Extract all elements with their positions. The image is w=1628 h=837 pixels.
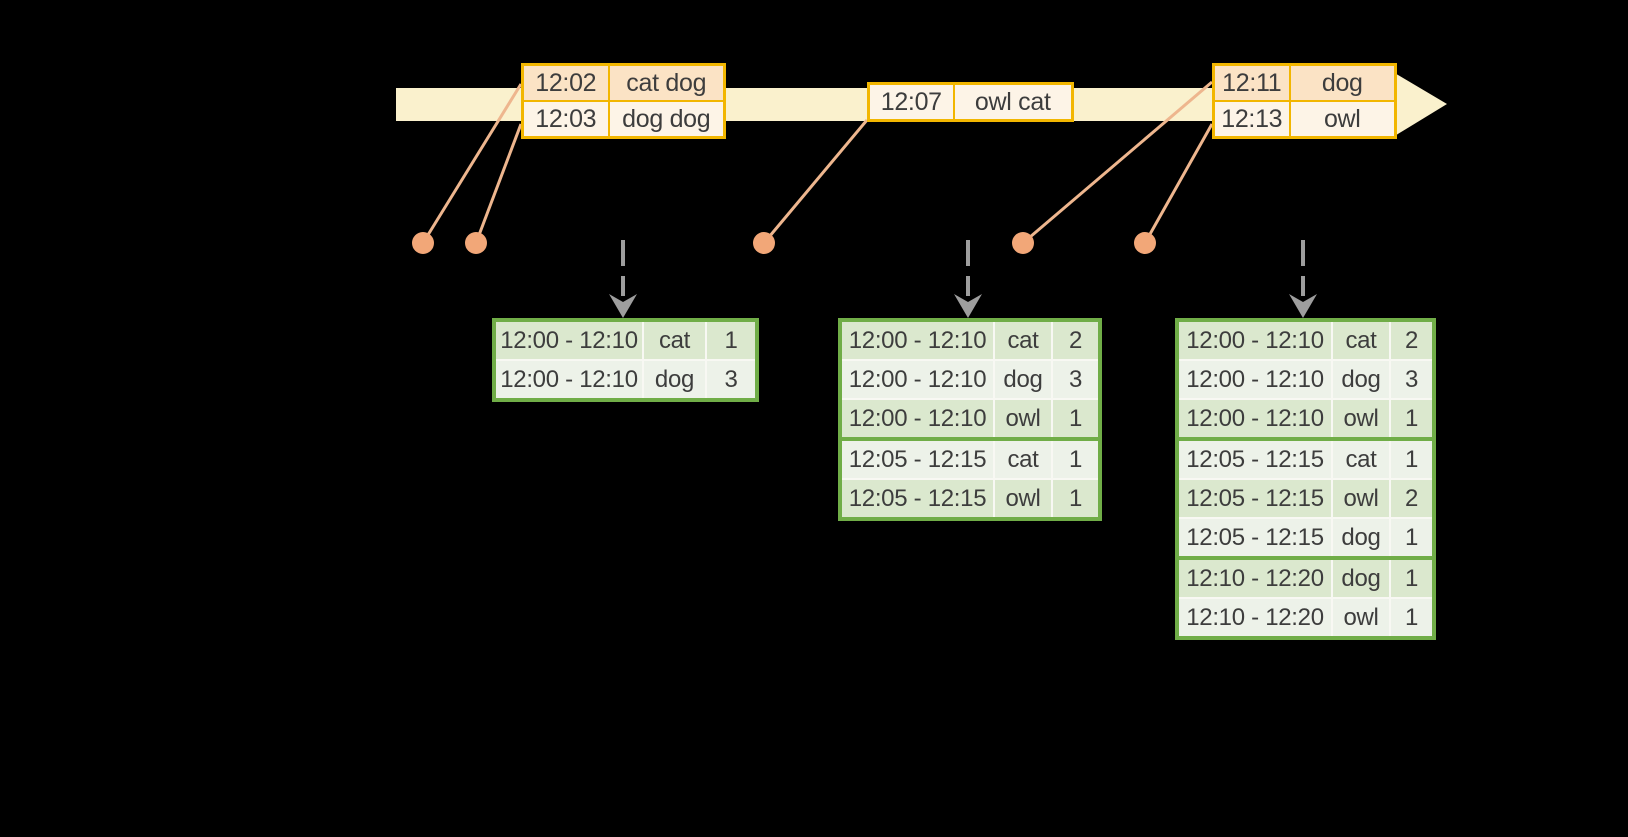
table-cell: 12:05 - 12:15 <box>1176 437 1333 480</box>
dashed-arrowhead-icon-2 <box>954 294 982 318</box>
table-cell: 12:13 <box>1212 100 1291 139</box>
table-cell: 12:00 - 12:10 <box>493 359 644 401</box>
table-cell: 2 <box>1389 319 1435 361</box>
dashed-arrowhead-icon-3 <box>1289 294 1317 318</box>
table-cell: owl cat <box>952 82 1074 122</box>
table-cell: dog <box>1331 556 1391 599</box>
table-cell: owl <box>1331 597 1391 639</box>
connector-line-1207 <box>762 119 869 244</box>
table-cell: 1 <box>705 319 758 361</box>
table-cell: owl <box>993 478 1053 520</box>
table-cell: dog <box>1331 359 1391 400</box>
table-cell: cat dog <box>607 63 726 102</box>
table-cell: 12:07 <box>867 82 955 122</box>
table-cell: owl <box>993 398 1053 440</box>
table-cell: cat <box>1331 437 1391 480</box>
table-cell: dog <box>1288 63 1397 102</box>
event-dot-icon-1202 <box>412 232 434 254</box>
table-cell: 12:05 - 12:15 <box>1176 517 1333 559</box>
table-cell: 12:00 - 12:10 <box>839 359 995 400</box>
table-cell: cat <box>993 437 1053 480</box>
table-cell: 12:10 - 12:20 <box>1176 597 1333 639</box>
table-cell: 12:10 - 12:20 <box>1176 556 1333 599</box>
table-cell: 12:00 - 12:10 <box>1176 398 1333 440</box>
table-cell: 12:00 - 12:10 <box>839 319 995 361</box>
table-cell: 12:00 - 12:10 <box>839 398 995 440</box>
event-dot-icon-1207 <box>753 232 775 254</box>
table-cell: 12:00 - 12:10 <box>493 319 644 361</box>
table-cell: 3 <box>1389 359 1435 400</box>
table-cell: dog dog <box>607 100 726 139</box>
table-cell: dog <box>1331 517 1391 559</box>
table-cell: 12:03 <box>521 100 610 139</box>
table-cell: owl <box>1288 100 1397 139</box>
table-cell: 2 <box>1051 319 1101 361</box>
table-cell: 1 <box>1389 437 1435 480</box>
event-dot-icon-1213 <box>1134 232 1156 254</box>
table-cell: 1 <box>1051 437 1101 480</box>
table-cell: 3 <box>1051 359 1101 400</box>
table-cell: 1 <box>1389 597 1435 639</box>
table-cell: 1 <box>1389 398 1435 440</box>
table-cell: 12:11 <box>1212 63 1291 102</box>
table-cell: cat <box>642 319 707 361</box>
table-cell: 12:00 - 12:10 <box>1176 359 1333 400</box>
connector-line-1203 <box>474 123 523 244</box>
table-cell: 12:05 - 12:15 <box>839 437 995 480</box>
table-cell: dog <box>642 359 707 401</box>
connector-line-1213 <box>1143 123 1214 244</box>
dashed-arrowhead-icon-1 <box>609 294 637 318</box>
timeline-arrowhead-icon <box>1393 72 1447 137</box>
connector-line-1211 <box>1022 80 1213 245</box>
table-cell: 12:02 <box>521 63 610 102</box>
table-cell: cat <box>1331 319 1391 361</box>
table-cell: 2 <box>1389 478 1435 519</box>
table-cell: 3 <box>705 359 758 401</box>
event-dot-icon-1211 <box>1012 232 1034 254</box>
event-dot-icon-1203 <box>465 232 487 254</box>
table-cell: 12:00 - 12:10 <box>1176 319 1333 361</box>
connector-line-1202 <box>421 83 523 244</box>
table-cell: 12:05 - 12:15 <box>1176 478 1333 519</box>
table-cell: 1 <box>1389 556 1435 599</box>
table-cell: 12:05 - 12:15 <box>839 478 995 520</box>
table-cell: cat <box>993 319 1053 361</box>
table-cell: owl <box>1331 478 1391 519</box>
table-cell: 1 <box>1389 517 1435 559</box>
table-cell: 1 <box>1051 398 1101 440</box>
table-cell: 1 <box>1051 478 1101 520</box>
table-cell: dog <box>993 359 1053 400</box>
table-cell: owl <box>1331 398 1391 440</box>
